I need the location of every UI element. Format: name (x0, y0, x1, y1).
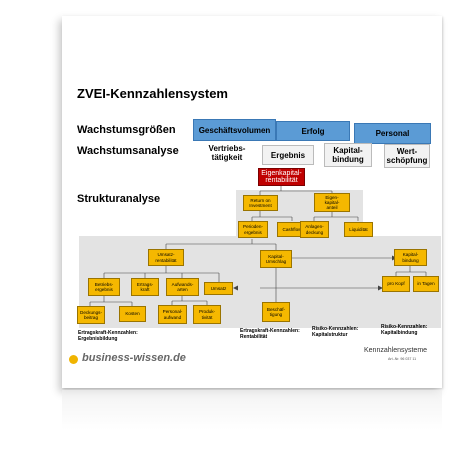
analysis-wertschoepfung: Wert- schöpfung (384, 144, 430, 168)
page-reflection (62, 390, 442, 430)
node-pro-kopf: pro Kopf (382, 276, 410, 292)
caption-kapitalstruktur: Risiko-Kennzahlen: Kapitalstruktur (312, 326, 359, 338)
brand-logo-dot (69, 355, 78, 364)
brand-logo-text: business-wissen.de (82, 352, 186, 364)
caption-rentabilitaet: Ertragskraft-Kennzahlen: Rentabilität (240, 328, 300, 340)
node-return-on-investment: Return on Investment (243, 195, 278, 211)
node-liquiditaet: Liquidität (344, 222, 373, 237)
node-betriebsergebnis: Betriebs- ergebnis (88, 278, 120, 296)
growth-box-geschaeftsvolumen: Geschäftsvolumen (193, 119, 276, 141)
node-kosten: Kosten (119, 306, 146, 322)
node-personalaufwand: Personal- aufwand (158, 305, 187, 324)
page-title: ZVEI-Kennzahlensystem (77, 86, 228, 101)
node-eigenkapitalrentabilitaet: Eigenkapital- rentabilität (258, 168, 305, 186)
caption-kapitalbindung: Risiko-Kennzahlen: Kapitalbindung (381, 324, 428, 336)
analysis-kapitalbindung: Kapital- bindung (324, 143, 372, 167)
node-beschaeftigung: Beschäf- tigung (262, 302, 290, 322)
growth-box-erfolg: Erfolg (276, 121, 350, 141)
node-anlagendeckung: Anlagen- deckung (300, 221, 329, 238)
growth-box-personal: Personal (354, 123, 431, 144)
node-umsatzrentabilitaet: Umsatz- rentabilität (148, 249, 184, 266)
node-kapitalbindung: Kapital- bindung (394, 249, 427, 266)
row-label-wachstumsgroessen: Wachstumsgrößen (77, 124, 176, 136)
node-umsatz: Umsatz (204, 282, 233, 295)
node-periodenergebnis: Perioden- ergebnis (238, 221, 268, 238)
analysis-ergebnis: Ergebnis (262, 145, 314, 165)
node-ertragskraft: Ertrags- kraft (131, 278, 159, 296)
node-produktivitaet: Produk- tivität (193, 305, 221, 324)
row-label-wachstumsanalyse: Wachstumsanalyse (77, 145, 179, 157)
node-eigenkapitalanteil: Eigen- kapital- anteil (314, 193, 350, 212)
node-aufwandsarten: Aufwands- arten (166, 278, 199, 296)
article-number: Art.-Nr. 96 037 11 (388, 357, 417, 361)
caption-ergebnisbildung: Ertragskraft-Kennzahlen: Ergebnisbildung (78, 330, 138, 342)
row-label-strukturanalyse: Strukturanalyse (77, 193, 161, 205)
node-in-tagen: in Tagen (413, 276, 439, 292)
node-deckungsbeitrag: Deckungs- beitrag (77, 306, 105, 324)
document-title: Kennzahlensysteme (364, 347, 428, 354)
node-kapitalumschlag: Kapital- Umschlag (260, 250, 292, 268)
analysis-vertriebstaetigkeit: Vertriebs- tätigkeit (208, 144, 246, 162)
